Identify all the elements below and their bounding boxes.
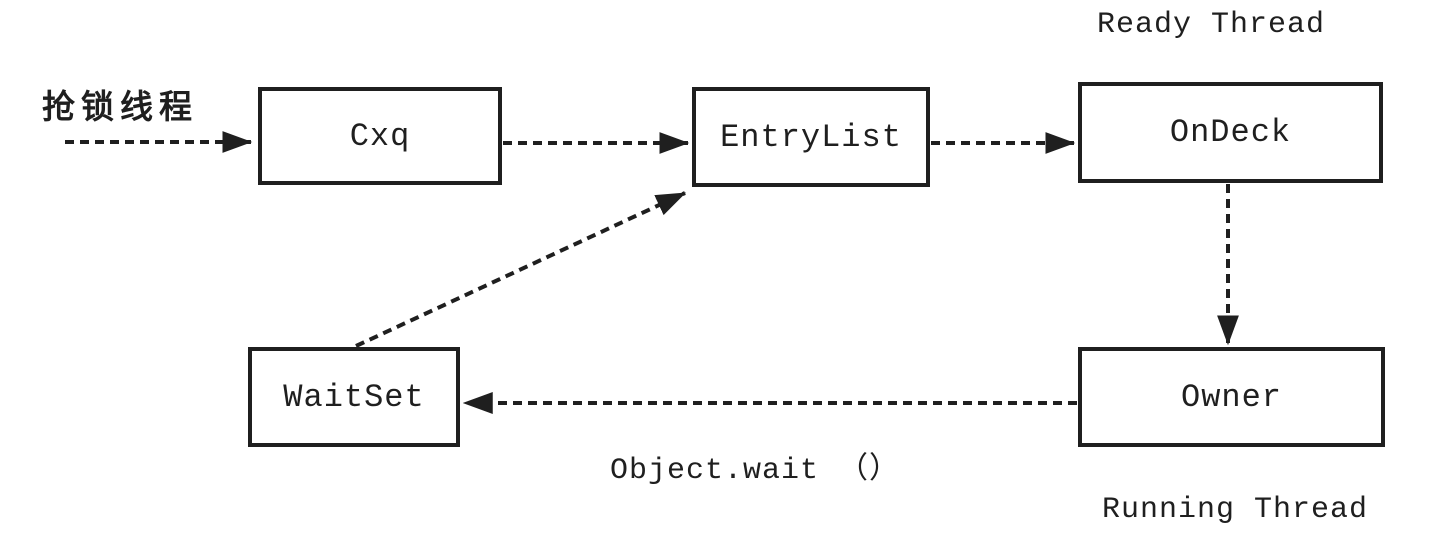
label-grab-lock-thread: 抢锁线程: [42, 87, 198, 126]
node-entrylist: EntryList: [692, 87, 930, 187]
label-object-wait: Object.wait （）: [609, 454, 901, 488]
node-ondeck: OnDeck: [1078, 82, 1383, 183]
label-running-thread: Running Thread: [1101, 493, 1369, 527]
node-owner-label: Owner: [1180, 378, 1282, 416]
node-entrylist-label: EntryList: [720, 118, 902, 156]
arrow-waitset-to-entrylist: [355, 191, 687, 348]
node-ondeck-label: OnDeck: [1169, 114, 1292, 151]
node-cxq: Cxq: [258, 87, 502, 185]
node-waitset: WaitSet: [248, 347, 460, 447]
node-cxq-label: Cxq: [349, 117, 411, 155]
node-owner: Owner: [1078, 347, 1385, 447]
label-ready-thread: Ready Thread: [1096, 8, 1326, 42]
node-waitset-label: WaitSet: [283, 378, 425, 416]
